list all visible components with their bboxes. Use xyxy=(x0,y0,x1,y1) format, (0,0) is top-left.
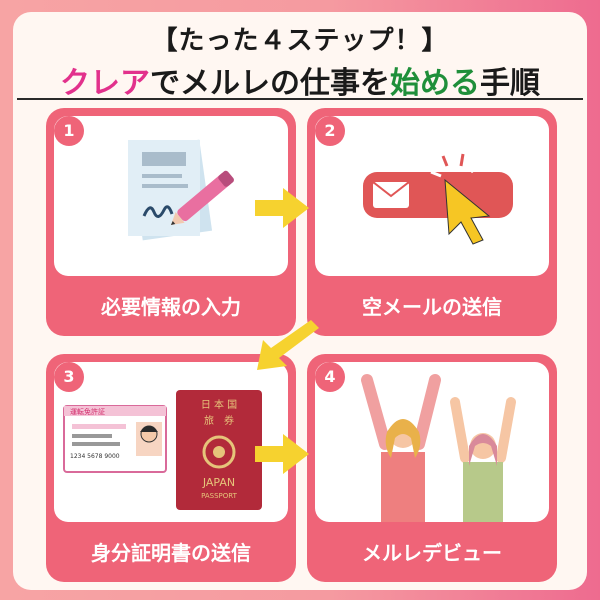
step-card-4: 4 メルレデビュー xyxy=(307,354,557,582)
step-3-illustration-area: 運転免許証 1234 5678 9000 日 本 国 旅 券 xyxy=(54,362,288,522)
email-click-illustration xyxy=(363,153,513,245)
id-documents-illustration: 運転免許証 1234 5678 9000 日 本 国 旅 券 xyxy=(63,390,262,510)
license-title: 運転免許証 xyxy=(70,407,105,416)
step-2-illustration-area xyxy=(315,116,549,276)
arrow-down-left-icon xyxy=(257,320,319,370)
passport-line4: PASSPORT xyxy=(201,492,238,500)
content-panel: 【たった４ステップ！】 クレアでメルレの仕事を始める手順 xyxy=(13,12,587,590)
step-caption: 必要情報の入力 xyxy=(101,295,241,319)
step-caption: 空メールの送信 xyxy=(362,295,502,319)
passport-line3: JAPAN xyxy=(202,476,235,489)
arrow-right-icon xyxy=(255,188,309,228)
celebrating-women-illustration xyxy=(361,374,516,522)
step-4-illustration-area xyxy=(315,362,549,522)
step-1-illustration-area xyxy=(54,116,288,276)
page-title-top: 【たった４ステップ！】 xyxy=(151,26,449,56)
woman-right xyxy=(450,397,516,522)
passport-line2: 旅 券 xyxy=(204,414,234,427)
woman-left xyxy=(361,374,441,522)
title-end: 手順 xyxy=(480,66,540,101)
title-brand: クレア xyxy=(60,66,150,101)
step-number-badge: 1 xyxy=(54,116,84,146)
step-number-badge: 2 xyxy=(315,116,345,146)
step-caption: メルレデビュー xyxy=(362,541,502,565)
step-number-badge: 3 xyxy=(54,362,84,392)
license-number: 1234 5678 9000 xyxy=(70,453,120,460)
license-card: 運転免許証 1234 5678 9000 xyxy=(63,405,167,473)
arrow-right-icon xyxy=(255,434,309,474)
title-highlight: 始める xyxy=(390,66,480,101)
form-pen-illustration xyxy=(128,139,234,241)
step-number-badge: 4 xyxy=(315,362,345,392)
page-title-main: クレアでメルレの仕事を始める手順 xyxy=(13,58,587,102)
step-caption: 身分証明書の送信 xyxy=(91,541,251,565)
passport-booklet: 日 本 国 旅 券 JAPAN PASSPORT xyxy=(176,390,262,510)
step-card-1: 1 必要情報の入力 xyxy=(46,108,296,336)
passport-line1: 日 本 国 xyxy=(201,398,237,411)
title-divider xyxy=(17,98,583,100)
title-middle: でメルレの仕事を xyxy=(150,66,390,101)
step-card-2: 2 空メールの送信 xyxy=(307,108,557,336)
step-card-3: 運転免許証 1234 5678 9000 日 本 国 旅 券 xyxy=(46,354,296,582)
